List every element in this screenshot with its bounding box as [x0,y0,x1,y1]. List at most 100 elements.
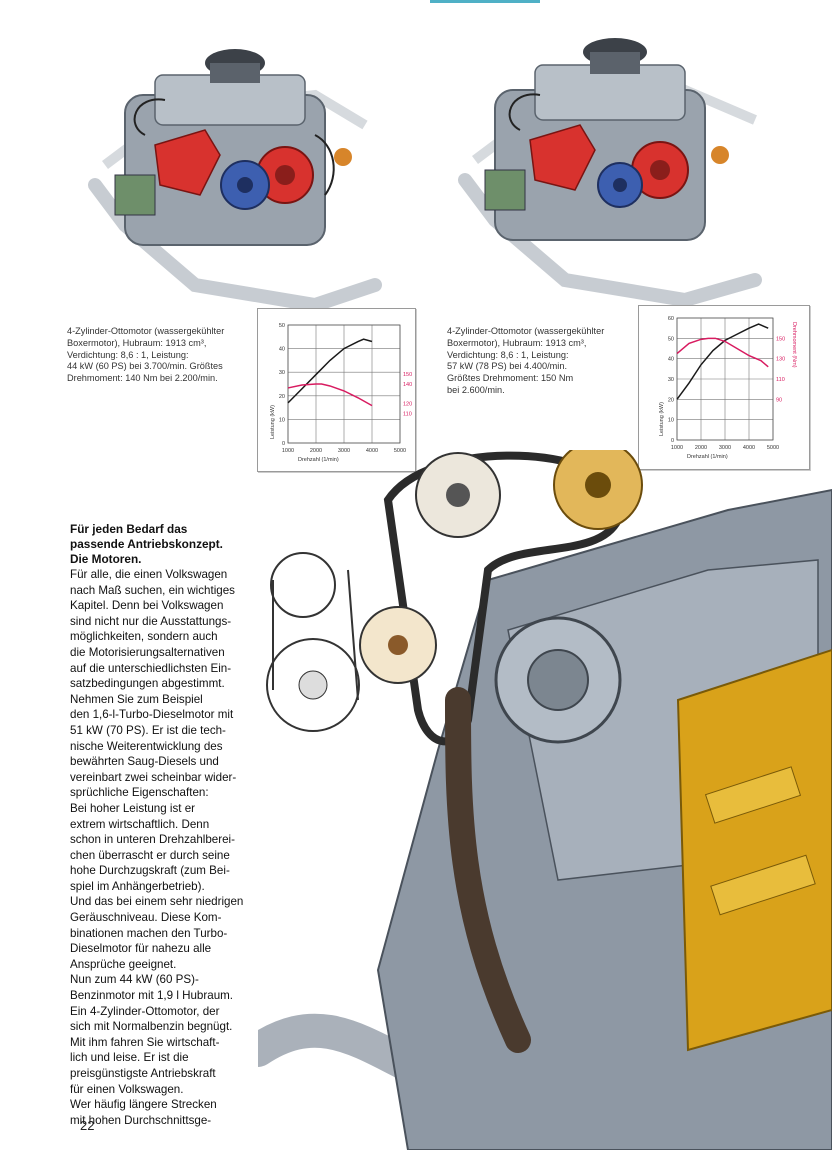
y2-tick-label: 90 [776,397,782,403]
body-line: Dieselmotor für nahezu alle [70,942,212,956]
y-tick-label: 40 [279,347,285,353]
y2-tick-label: 150 [776,336,785,342]
top-color-strip [430,0,540,3]
left-engine-illustration [85,35,385,320]
body-line: extrem wirtschaftlich. Denn [70,817,210,831]
caption-line: Verdichtung: 8,6 : 1, Leistung: [67,349,189,360]
x-axis-label: Drehzahl (1/min) [298,457,339,463]
body-line: nach Maß suchen, ein wichtiges [70,583,235,597]
page-number: 22 [80,1118,95,1133]
x-tick-label: 1000 [671,445,683,451]
body-line: auf die unterschiedlichsten Ein- [70,661,232,675]
power-curve [287,338,373,404]
y2-tick-label: 110 [776,377,785,383]
x-tick-label: 5000 [767,445,779,451]
x-axis-label: Drehzahl (1/min) [687,454,728,460]
body-line: Nehmen Sie zum Beispiel [70,692,203,706]
x-tick-label: 5000 [394,448,406,454]
y-tick-label: 20 [279,394,285,400]
y-axis-label: Leistung (kW) [659,402,665,436]
body-line: Ein 4-Zylinder-Ottomotor, der [70,1004,220,1018]
diesel-engine-cutaway-illustration [258,450,832,1150]
x-tick-label: 2000 [695,445,707,451]
y-tick-label: 30 [279,370,285,376]
y-tick-label: 10 [668,418,674,424]
y2-tick-label: 150 [403,372,412,378]
caption-line: 57 kW (78 PS) bei 4.400/min. [447,361,568,372]
body-line: Nun zum 44 kW (60 PS)- [70,973,199,987]
caption-line: Boxermotor), Hubraum: 1913 cm³, [447,337,587,348]
caption-line: 44 kW (60 PS) bei 3.700/min. Größtes [67,361,223,372]
y2-axis-label: Drehmoment (Nm) [791,322,797,368]
body-line: Wer häufig längere Strecken [70,1098,217,1112]
x-tick-label: 4000 [366,448,378,454]
headline-line: Für jeden Bedarf das [70,522,188,536]
y-tick-label: 60 [668,316,674,322]
y-tick-label: 40 [668,357,674,363]
body-line: chen überrascht er durch seine [70,848,230,862]
body-line: spiel im Anhängerbetrieb). [70,879,205,893]
caption-line: Verdichtung: 8,6 : 1, Leistung: [447,349,569,360]
y-tick-label: 0 [671,438,674,444]
y-tick-label: 50 [279,323,285,329]
boxer-engine-drawing-right [458,38,762,308]
body-line: lich und leise. Er ist die [70,1051,189,1065]
body-line: mit hohen Durchschnittsge- [70,1113,212,1127]
timing-belt-engine-drawing [258,450,832,1150]
body-line: für einen Volkswagen. [70,1082,184,1096]
caption-line: 4-Zylinder-Ottomotor (wassergekühlter [447,326,605,336]
body-line: sprüchliche Eigenschaften: [70,786,209,800]
x-tick-label: 4000 [743,445,755,451]
boxer-engine-drawing-left [88,49,382,313]
body-line: preisgünstigste Antriebskraft [70,1067,216,1080]
x-tick-label: 3000 [719,445,731,451]
body-line: nische Weiterentwicklung des [70,739,223,753]
body-line: möglichkeiten, sondern auch [70,630,218,644]
left-engine-chart: 1000 2000 3000 4000 5000 0 10 20 30 40 50 150 140 120… [257,308,424,472]
headline-line: passende Antriebskonzept. [70,537,223,551]
body-line: vereinbart zwei scheinbar wider- [70,770,237,784]
body-line: Kapitel. Denn bei Volkswagen [70,599,224,613]
body-line: Für alle, die einen Volkswagen [70,568,228,581]
caption-line: Drehmoment: 140 Nm bei 2.200/min. [67,373,218,384]
y-tick-label: 10 [279,417,285,423]
body-line: sind nicht nur die Ausstattungs- [70,614,232,628]
body-line: hohe Durchzugskraft (zum Bei- [70,864,230,878]
body-line: 51 kW (70 PS). Er ist die tech- [70,723,226,737]
plot-frame [676,317,774,441]
y-axis-label: Leistung (kW) [270,405,276,439]
article-body: Für alle, die einen Volkswagen nach Maß s… [70,567,260,1128]
right-engine-illustration [455,30,775,315]
x-tick-label: 1000 [282,448,294,454]
caption-line: Boxermotor), Hubraum: 1913 cm³, [67,337,207,348]
torque-curve [287,383,373,407]
body-line: bewährten Saug-Diesels und [70,755,219,769]
plot-frame [287,324,401,444]
headline-line: Die Motoren. [70,552,142,566]
y-tick-label: 0 [282,441,285,447]
body-line: den 1,6-l-Turbo-Dieselmotor mit [70,708,234,722]
body-line: binationen machen den Turbo- [70,926,228,940]
y2-tick-label: 110 [403,412,412,418]
body-line: Benzinmotor mit 1,9 l Hubraum. [70,989,234,1003]
body-line: Mit ihm fahren Sie wirtschaft- [70,1035,220,1049]
left-power-torque-chart: 1000 2000 3000 4000 5000 0 10 20 30 40 50 150 140 120… [270,323,424,463]
body-line: Bei hoher Leistung ist er [70,801,196,815]
caption-line: bei 2.600/min. [447,384,505,395]
y2-tick-label: 140 [403,382,412,388]
y2-tick-label: 120 [403,402,412,408]
caption-line: Größtes Drehmoment: 150 Nm [447,373,574,384]
body-line: Und das bei einem sehr niedrigen [70,895,244,909]
x-tick-label: 2000 [310,448,322,454]
x-tick-label: 3000 [338,448,350,454]
caption-line: 4-Zylinder-Ottomotor (wassergekühlter [67,326,225,336]
y-tick-label: 30 [668,377,674,383]
y2-tick-label: 130 [776,357,785,363]
body-line: Ansprüche geeignet. [70,957,177,971]
